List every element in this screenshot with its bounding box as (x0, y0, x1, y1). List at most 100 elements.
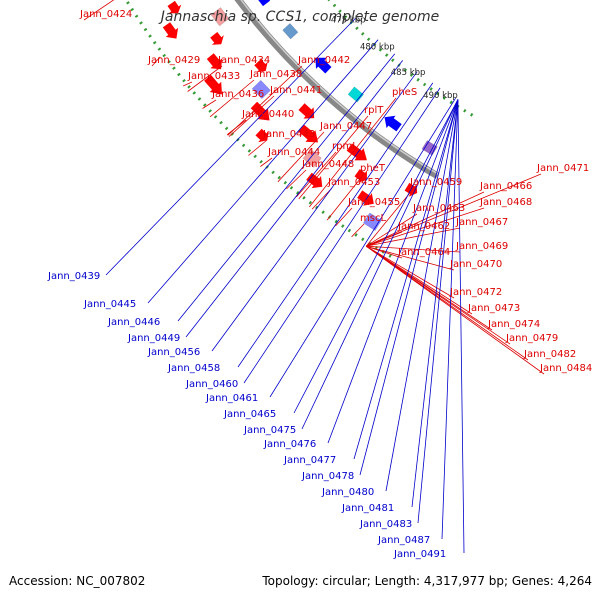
reverse-gene-label[interactable]: Jann_0491 (393, 549, 446, 560)
forward-gene-box (251, 79, 271, 100)
forward-gene-label[interactable]: pheS (392, 87, 417, 98)
topology-info: Topology: circular; Length: 4,317,977 bp… (262, 574, 592, 588)
reverse-gene-label[interactable]: Jann_0487 (377, 535, 430, 546)
reverse-label-leader (211, 71, 418, 352)
reverse-gene-label[interactable]: Jann_0458 (167, 363, 220, 374)
forward-gene-label[interactable]: Jann_0440 (241, 109, 294, 120)
reverse-gene-label[interactable]: Jann_0456 (147, 347, 200, 358)
forward-label-leader (209, 79, 255, 118)
forward-label-leader (286, 169, 307, 190)
forward-label-leader (366, 231, 403, 247)
forward-gene-label[interactable]: rplT (364, 105, 384, 116)
forward-gene-label[interactable]: Jann_0466 (479, 181, 532, 192)
reverse-gene-box (282, 22, 299, 40)
forward-gene-arrow (254, 59, 268, 73)
forward-gene-label[interactable]: Jann_0474 (487, 319, 540, 330)
forward-label-leader (326, 173, 365, 221)
forward-gene-label[interactable]: Jann_0471 (536, 163, 589, 174)
forward-gene-arrow (298, 124, 318, 143)
genome-backbone-highlight (240, 0, 439, 175)
reverse-gene-label[interactable]: Jann_0477 (283, 455, 336, 466)
reverse-gene-label[interactable]: Jann_0460 (185, 379, 238, 390)
forward-gene-label[interactable]: Jann_0434 (217, 55, 270, 66)
accession-text: Accession: NC_007802 (9, 574, 146, 588)
forward-label-leader (366, 227, 461, 247)
reverse-gene-label[interactable]: Jann_0461 (205, 393, 258, 404)
map-title: Jannaschia sp. CCS1, complete genome (160, 9, 440, 25)
forward-label-leader (83, 0, 115, 21)
reverse-label-leader (147, 39, 379, 304)
reverse-gene-label[interactable]: Jann_0476 (263, 439, 316, 450)
reverse-label-leader (293, 99, 459, 414)
forward-label-leader (365, 245, 511, 345)
forward-gene-label[interactable]: Jann_0469 (455, 241, 508, 252)
reverse-gene-label[interactable]: Jann_0478 (301, 471, 354, 482)
scale-label: 475 kbp (331, 16, 366, 26)
forward-gene-label[interactable]: Jann_0463 (412, 203, 465, 214)
forward-label-leader (351, 223, 365, 238)
forward-gene-label[interactable]: Jann_0442 (297, 55, 350, 66)
forward-gene-label[interactable]: Jann_0479 (505, 333, 558, 344)
reverse-label-leader (177, 53, 396, 322)
reverse-gene-label[interactable]: Jann_0465 (223, 409, 276, 420)
forward-gene-label[interactable]: Jann_0470 (449, 259, 502, 270)
reverse-label-leader (359, 99, 459, 476)
forward-gene-label[interactable]: Jann_0443 (262, 129, 315, 140)
forward-gene-label[interactable]: Jann_0484 (539, 363, 592, 374)
forward-label-leader (260, 157, 273, 167)
reverse-gene-label[interactable]: Jann_0445 (83, 299, 136, 310)
forward-label-leader (296, 151, 337, 198)
forward-gene-label[interactable]: Jann_0447 (319, 121, 372, 132)
reverse-gene-label[interactable]: Jann_0475 (243, 425, 296, 436)
forward-label-leader (308, 97, 397, 208)
forward-gene-label[interactable]: Jann_0482 (523, 349, 576, 360)
forward-label-leader (182, 81, 193, 87)
forward-gene-arrow (346, 143, 367, 161)
forward-label-leader (365, 245, 545, 375)
reverse-gene-label[interactable]: Jann_0439 (47, 271, 100, 282)
reverse-gene-box (347, 86, 365, 103)
forward-label-leader (365, 245, 455, 299)
forward-gene-label[interactable]: Jann_0436 (211, 89, 264, 100)
forward-gene-label[interactable]: Jann_0473 (467, 303, 520, 314)
reverse-label-leader (411, 99, 459, 508)
scale-label: 490 kbp (423, 91, 458, 101)
forward-label-leader (365, 187, 415, 247)
forward-gene-label[interactable]: Jann_0459 (409, 177, 462, 188)
forward-gene-label[interactable]: Jann_0441 (269, 85, 322, 96)
reverse-gene-label[interactable]: Jann_0446 (107, 317, 160, 328)
forward-gene-label[interactable]: Jann_0455 (347, 197, 400, 208)
forward-gene-label[interactable]: Jann_0444 (267, 147, 320, 158)
forward-gene-label[interactable]: Jann_0424 (79, 9, 132, 20)
scale-label: 480 kbp (360, 43, 395, 53)
forward-gene-label[interactable]: Jann_0438 (249, 69, 302, 80)
forward-gene-label[interactable]: Jann_0448 (301, 159, 354, 170)
reverse-gene-label[interactable]: Jann_0480 (321, 487, 374, 498)
forward-gene-label[interactable]: Jann_0467 (455, 217, 508, 228)
reverse-label-leader (441, 99, 459, 540)
forward-gene-label[interactable]: Jann_0464 (397, 247, 450, 258)
reverse-gene-arrow (315, 57, 332, 74)
forward-gene-arrow (354, 169, 367, 183)
forward-gene-arrow (255, 128, 269, 143)
forward-gene-label[interactable]: Jann_0472 (449, 287, 502, 298)
forward-gene-label[interactable]: Jann_0462 (397, 221, 450, 232)
forward-gene-label[interactable]: Jann_0433 (187, 71, 240, 82)
forward-label-leader (227, 65, 303, 136)
forward-gene-label[interactable]: rpmI (332, 141, 355, 152)
label-leaders-layer (83, 0, 545, 554)
reverse-gene-label[interactable]: Jann_0449 (127, 333, 180, 344)
forward-gene-box (362, 212, 382, 232)
reverse-gene-label[interactable]: Jann_0481 (341, 503, 394, 514)
forward-gene-label[interactable]: Jann_0453 (327, 177, 380, 188)
reverse-label-leader (105, 18, 356, 276)
forward-gene-label[interactable]: pheT (360, 163, 386, 174)
forward-gene-label[interactable]: mscL (360, 213, 386, 224)
reverse-label-leader (301, 99, 459, 430)
reverse-gene-label[interactable]: Jann_0483 (359, 519, 412, 530)
forward-gene-label[interactable]: Jann_0429 (147, 55, 200, 66)
forward-gene-label[interactable]: Jann_0468 (479, 197, 532, 208)
forward-gene-arrow (298, 103, 315, 119)
forward-label-leader (298, 115, 369, 200)
